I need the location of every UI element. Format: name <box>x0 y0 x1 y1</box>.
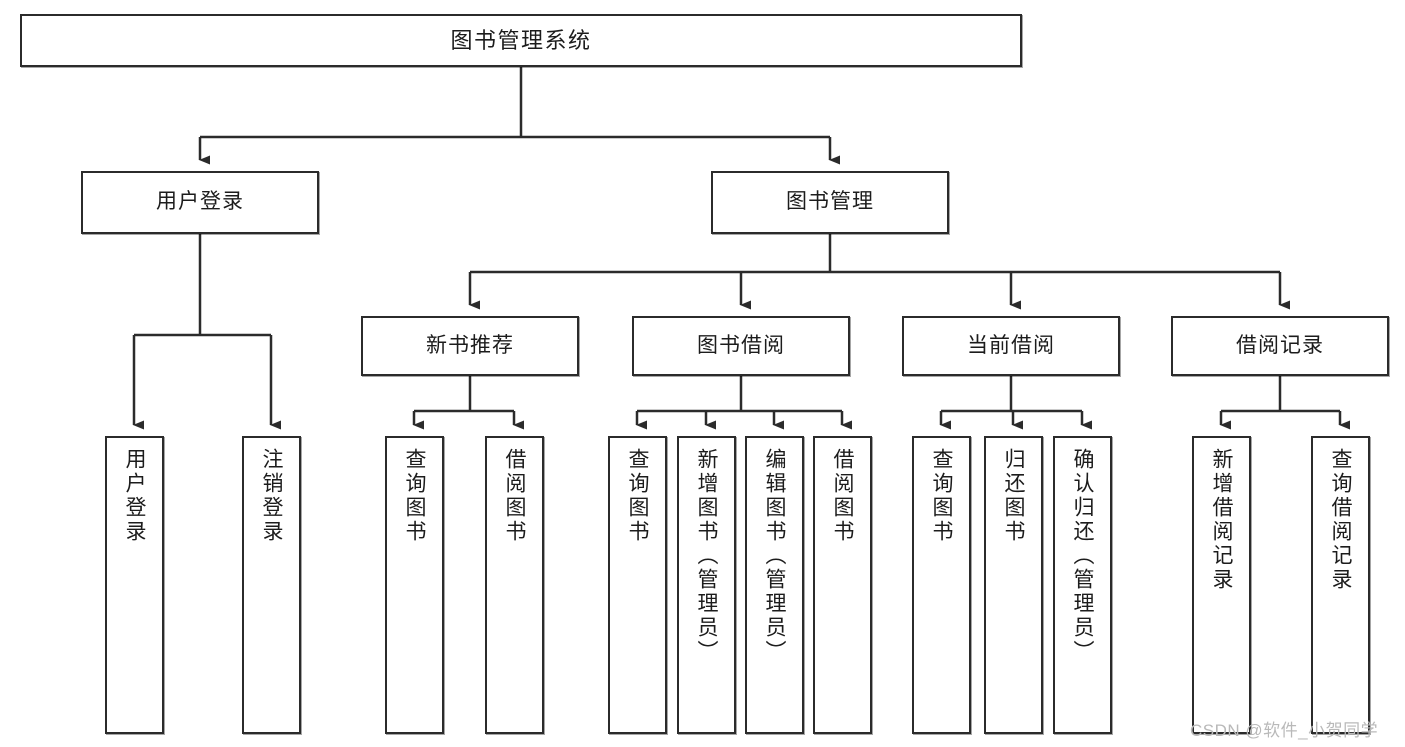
node-book-manage[interactable]: 图书管理 <box>711 171 949 234</box>
node-leaf-query-book-3-label: 查询图书 <box>930 448 953 544</box>
node-root[interactable]: 图书管理系统 <box>20 14 1022 67</box>
node-leaf-logout[interactable]: 注销登录 <box>242 436 301 734</box>
node-new-book-rec-label: 新书推荐 <box>426 333 514 357</box>
node-leaf-query-record-label: 查询借阅记录 <box>1329 448 1352 592</box>
node-borrow-record[interactable]: 借阅记录 <box>1171 316 1389 376</box>
node-leaf-add-book[interactable]: 新增图书（管理员） <box>677 436 736 734</box>
node-current-borrow[interactable]: 当前借阅 <box>902 316 1120 376</box>
node-root-label: 图书管理系统 <box>450 27 592 53</box>
node-leaf-query-book-2[interactable]: 查询图书 <box>608 436 667 734</box>
node-book-manage-label: 图书管理 <box>786 190 874 214</box>
node-leaf-query-book-1[interactable]: 查询图书 <box>385 436 444 734</box>
csdn-watermark: CSDN @软件_小贺同学 <box>1190 721 1379 740</box>
node-leaf-add-book-label: 新增图书（管理员） <box>695 448 718 664</box>
node-leaf-borrow-book-1[interactable]: 借阅图书 <box>485 436 544 734</box>
node-leaf-borrow-book-1-label: 借阅图书 <box>503 448 526 544</box>
node-leaf-return-book-label: 归还图书 <box>1002 448 1025 544</box>
node-leaf-confirm-return[interactable]: 确认归还（管理员） <box>1053 436 1112 734</box>
node-book-borrow[interactable]: 图书借阅 <box>632 316 850 376</box>
node-leaf-confirm-return-label: 确认归还（管理员） <box>1071 448 1094 664</box>
node-leaf-user-login-label: 用户登录 <box>123 448 146 544</box>
node-leaf-user-login[interactable]: 用户登录 <box>105 436 164 734</box>
node-leaf-edit-book-label: 编辑图书（管理员） <box>763 448 786 664</box>
node-book-borrow-label: 图书借阅 <box>697 333 785 357</box>
node-new-book-rec[interactable]: 新书推荐 <box>361 316 579 376</box>
node-leaf-logout-label: 注销登录 <box>260 448 283 544</box>
node-leaf-query-record[interactable]: 查询借阅记录 <box>1311 436 1370 734</box>
node-leaf-edit-book[interactable]: 编辑图书（管理员） <box>745 436 804 734</box>
node-leaf-query-book-2-label: 查询图书 <box>626 448 649 544</box>
node-leaf-borrow-book-2[interactable]: 借阅图书 <box>813 436 872 734</box>
node-current-borrow-label: 当前借阅 <box>967 333 1055 357</box>
node-user-login[interactable]: 用户登录 <box>81 171 319 234</box>
node-user-login-label: 用户登录 <box>156 190 244 214</box>
node-leaf-borrow-book-2-label: 借阅图书 <box>831 448 854 544</box>
node-leaf-query-book-3[interactable]: 查询图书 <box>912 436 971 734</box>
node-borrow-record-label: 借阅记录 <box>1236 333 1324 357</box>
node-leaf-query-book-1-label: 查询图书 <box>403 448 426 544</box>
node-leaf-return-book[interactable]: 归还图书 <box>984 436 1043 734</box>
node-leaf-add-record-label: 新增借阅记录 <box>1210 448 1233 592</box>
node-leaf-add-record[interactable]: 新增借阅记录 <box>1192 436 1251 734</box>
